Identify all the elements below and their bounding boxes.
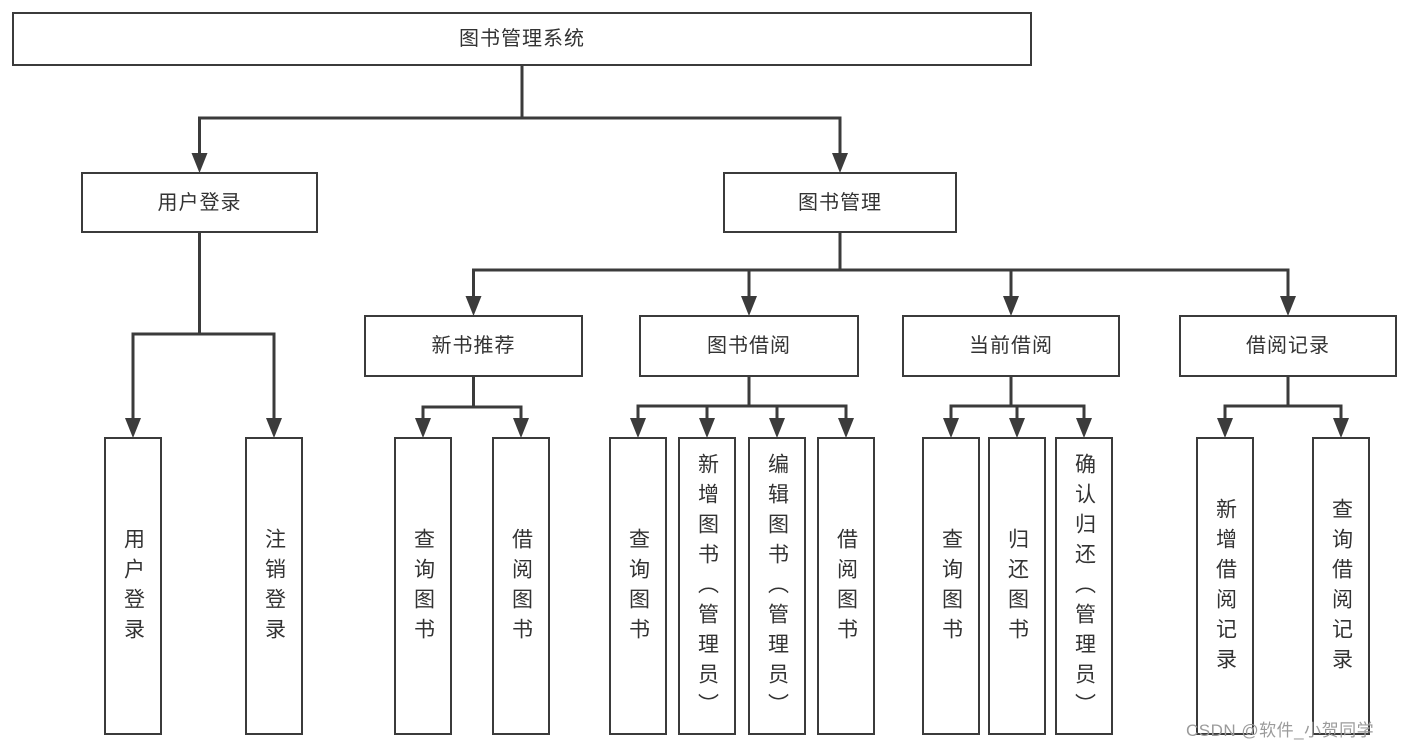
arrow-down-icon: [125, 418, 141, 438]
watermark: CSDN @软件_小贺同学: [1186, 721, 1375, 740]
node-leaf-logout: 注销登录: [245, 437, 303, 735]
node-book-management: 图书管理: [723, 172, 957, 233]
arrow-down-icon: [1280, 296, 1296, 316]
arrow-down-icon: [1009, 418, 1025, 438]
node-leaf-query-books-borrow: 查询图书: [609, 437, 667, 735]
arrow-down-icon: [838, 418, 854, 438]
node-user-login: 用户登录: [81, 172, 318, 233]
arrow-down-icon: [741, 296, 757, 316]
arrow-down-icon: [191, 153, 208, 173]
node-leaf-borrow-books-borrow: 借阅图书: [817, 437, 875, 735]
node-leaf-query-borrow-record: 查询借阅记录: [1312, 437, 1370, 735]
node-leaf-borrow-books-recommend: 借阅图书: [492, 437, 550, 735]
node-leaf-user-login: 用户登录: [104, 437, 162, 735]
arrow-down-icon: [513, 418, 529, 438]
node-leaf-add-book-admin: 新增图书（管理员）: [678, 437, 736, 735]
arrow-down-icon: [465, 296, 482, 316]
arrow-down-icon: [1003, 296, 1019, 316]
node-book-borrowing: 图书借阅: [639, 315, 859, 377]
node-root: 图书管理系统: [12, 12, 1032, 66]
node-leaf-edit-book-admin: 编辑图书（管理员）: [748, 437, 806, 735]
arrow-down-icon: [630, 418, 646, 438]
node-current-borrowing: 当前借阅: [902, 315, 1120, 377]
node-leaf-return-book: 归还图书: [988, 437, 1046, 735]
arrow-down-icon: [1217, 418, 1233, 438]
node-borrowing-records: 借阅记录: [1179, 315, 1397, 377]
node-new-book-recommendation: 新书推荐: [364, 315, 583, 377]
node-leaf-add-borrow-record: 新增借阅记录: [1196, 437, 1254, 735]
arrow-down-icon: [832, 153, 848, 173]
arrow-down-icon: [943, 418, 959, 438]
node-leaf-query-books-recommend: 查询图书: [394, 437, 452, 735]
arrow-down-icon: [769, 418, 785, 438]
arrow-down-icon: [1076, 418, 1092, 438]
arrow-down-icon: [415, 418, 431, 438]
arrow-down-icon: [266, 418, 282, 438]
node-leaf-query-books-current: 查询图书: [922, 437, 980, 735]
arrow-down-icon: [1333, 418, 1349, 438]
node-leaf-confirm-return-admin: 确认归还（管理员）: [1055, 437, 1113, 735]
arrow-down-icon: [699, 418, 715, 438]
